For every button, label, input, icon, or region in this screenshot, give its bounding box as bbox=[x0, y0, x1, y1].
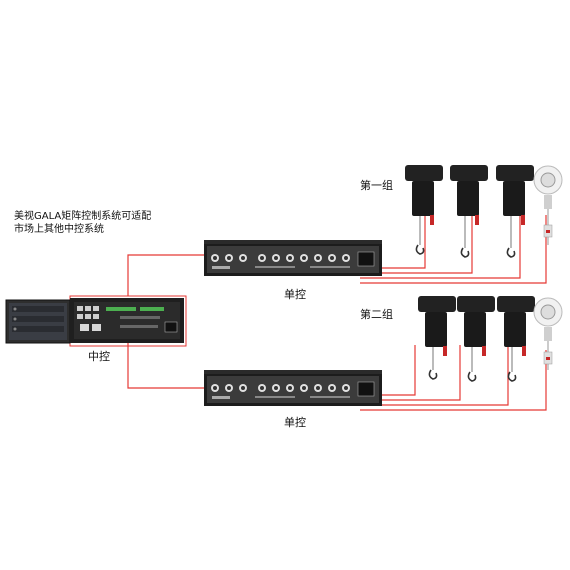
hoist-group-2 bbox=[418, 296, 563, 382]
hoist-1-1 bbox=[405, 165, 443, 255]
hoist-group-1 bbox=[405, 165, 563, 258]
cables bbox=[69, 207, 547, 411]
hoist-1-3 bbox=[496, 165, 534, 258]
cable-central-to-top bbox=[127, 254, 205, 296]
single-top-label: 单控 bbox=[284, 288, 306, 301]
cable-top-reel bbox=[360, 215, 547, 284]
encoder-reel-2 bbox=[533, 297, 563, 370]
hoist-1-2 bbox=[450, 165, 488, 258]
group-2-label: 第二组 bbox=[360, 308, 393, 321]
cable-bottom-reel bbox=[360, 350, 547, 411]
single-bottom-label: 单控 bbox=[284, 416, 306, 429]
single-controller-bottom bbox=[204, 370, 382, 406]
intro-text-line-2: 市场上其他中控系统 bbox=[14, 224, 104, 235]
hoist-2-3 bbox=[497, 296, 535, 382]
central-label: 中控 bbox=[88, 350, 110, 363]
intro-text-line-1: 美视GALA矩阵控制系统可适配 bbox=[14, 211, 152, 222]
group-1-label: 第一组 bbox=[360, 179, 393, 192]
single-controller-top bbox=[204, 240, 382, 276]
cable-top-hoist-3 bbox=[360, 207, 521, 279]
hoist-2-1 bbox=[418, 296, 456, 380]
cable-bottom-hoist-3 bbox=[360, 345, 509, 406]
encoder-reel-1 bbox=[533, 165, 563, 245]
cable-bottom-hoist-2 bbox=[360, 345, 461, 401]
hoist-2-2 bbox=[457, 296, 495, 382]
central-controller bbox=[5, 298, 184, 344]
cable-top-hoist-2 bbox=[360, 207, 473, 274]
